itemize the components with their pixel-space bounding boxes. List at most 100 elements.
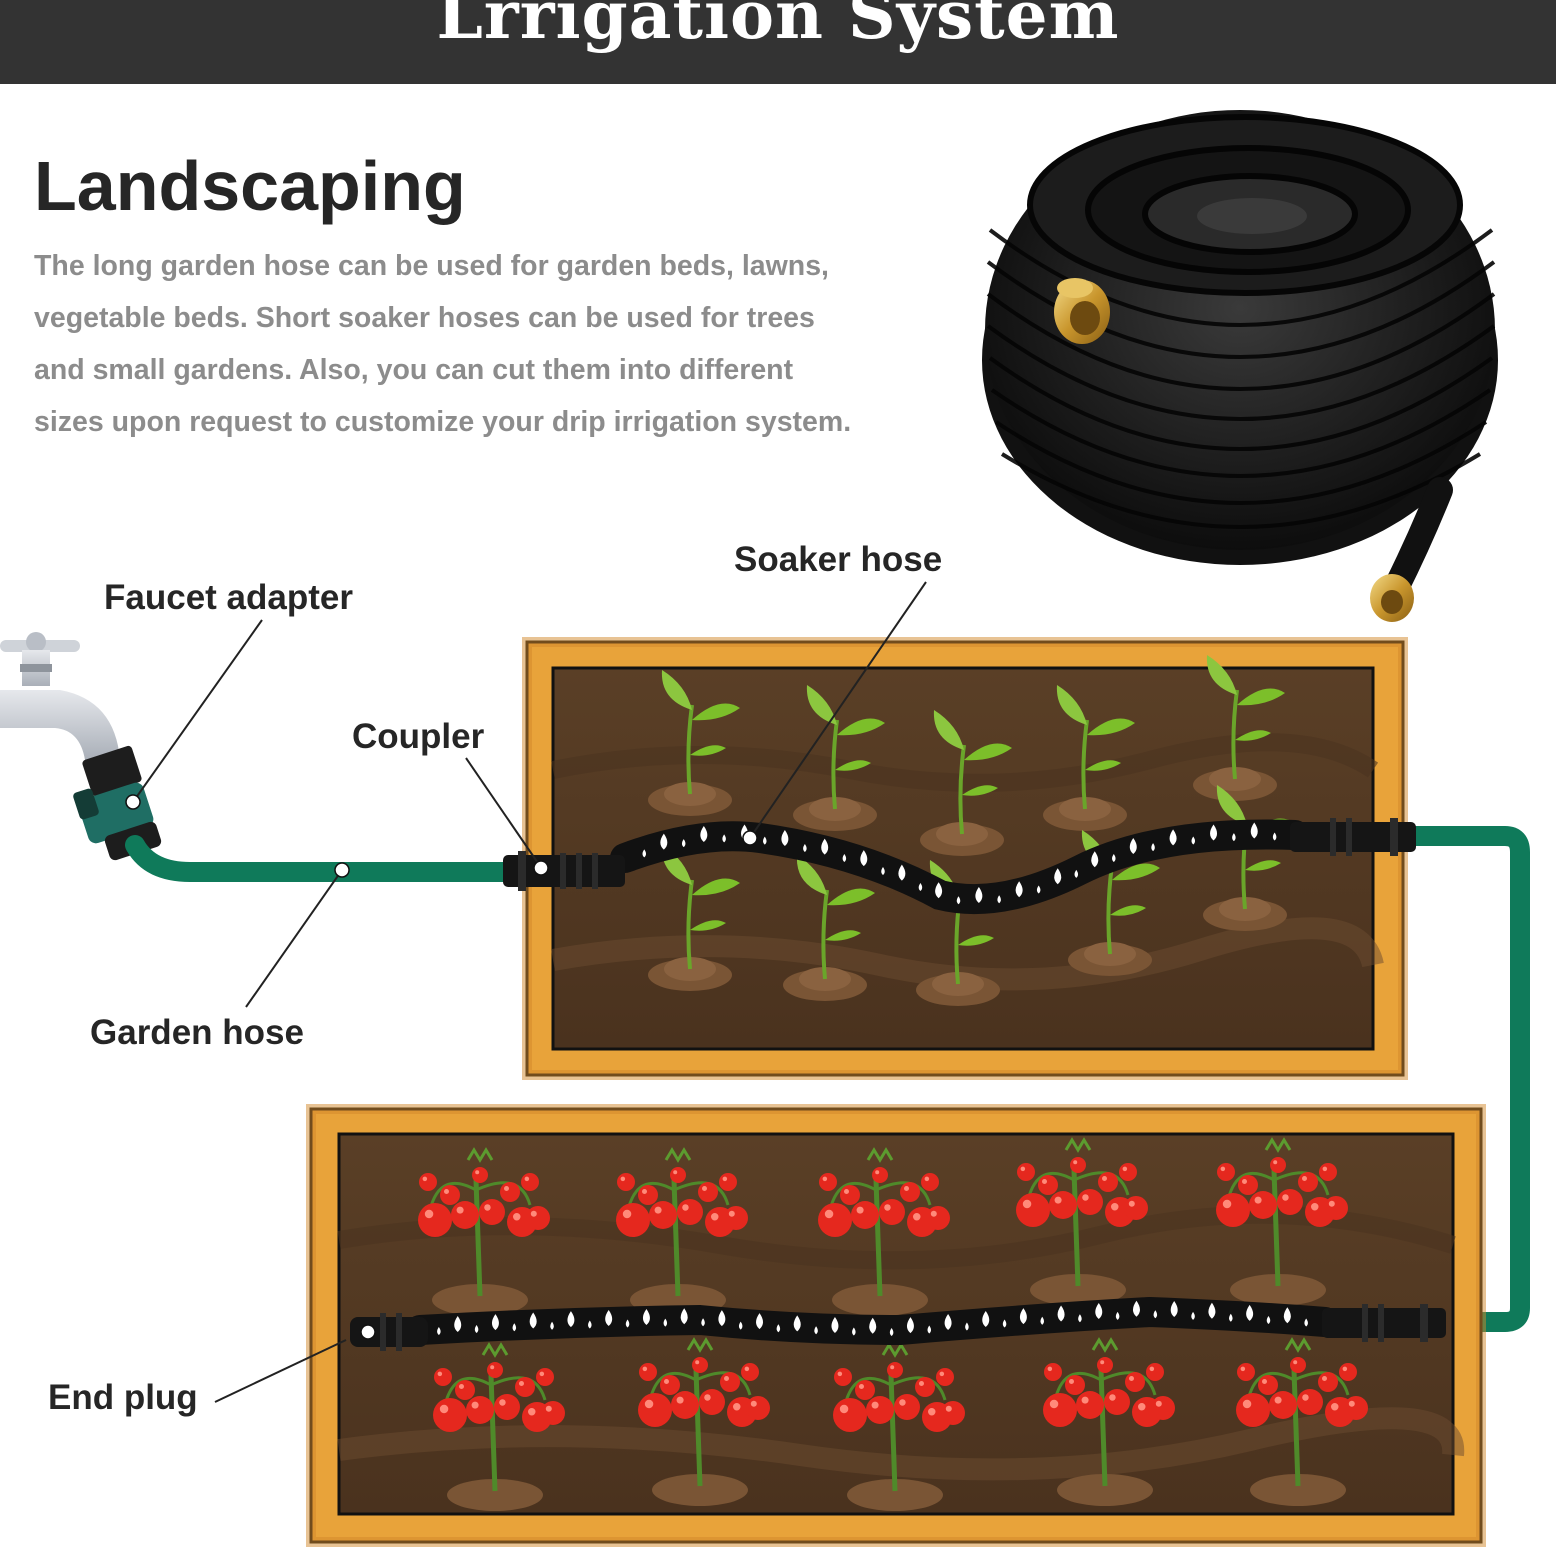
water-drops	[437, 822, 1308, 1336]
water-drop-icon	[1191, 1311, 1195, 1320]
faucet-adapter-icon	[73, 745, 162, 861]
water-drop-icon	[965, 1322, 969, 1331]
water-drop-icon	[1250, 822, 1258, 839]
water-drop-icon	[642, 849, 647, 858]
seedlings	[648, 655, 1295, 1006]
seedling-icon	[783, 855, 875, 1001]
water-drop-icon	[512, 1323, 517, 1332]
water-drop-icon	[550, 1321, 554, 1330]
water-drop-icon	[814, 1326, 818, 1335]
water-drop-icon	[1015, 881, 1023, 898]
tomato-plant-icon	[1216, 1137, 1348, 1306]
water-drop-icon	[927, 1325, 932, 1334]
water-drop-icon	[529, 1312, 537, 1329]
coupler-icon	[1322, 1304, 1446, 1342]
tomato-plants	[418, 1137, 1368, 1511]
water-drop-icon	[831, 1316, 839, 1333]
water-drop-icon	[1078, 1314, 1082, 1323]
seedling-icon	[793, 685, 885, 831]
section-description: The long garden hose can be used for gar…	[34, 240, 964, 448]
water-drop-icon	[776, 1324, 781, 1333]
water-drop-icon	[1040, 1316, 1044, 1325]
water-drop-icon	[1232, 833, 1236, 842]
water-drop-icon	[642, 1308, 650, 1325]
water-drop-icon	[700, 825, 708, 842]
faucet-icon	[0, 632, 120, 760]
water-drop-icon	[852, 1327, 856, 1336]
water-drop-icon	[1002, 1319, 1007, 1328]
water-drop-icon	[1074, 869, 1079, 878]
coupler-icon	[503, 851, 625, 891]
brass-fitting-icon	[1054, 278, 1110, 344]
brass-fitting-icon	[1370, 574, 1414, 622]
faucet-adapter-label: Faucet adapter	[104, 578, 353, 617]
water-drop-icon	[722, 834, 726, 843]
water-drop-icon	[935, 882, 943, 899]
tomato-plant-icon	[1016, 1137, 1148, 1306]
seedling-icon	[1193, 655, 1285, 801]
water-drop-icon	[1208, 1302, 1216, 1319]
water-drop-icon	[681, 839, 686, 848]
water-drop-icon	[869, 1317, 877, 1334]
banner-title: Lrrigation System	[436, 0, 1120, 54]
water-drop-icon	[1229, 1313, 1233, 1322]
water-drop-icon	[881, 866, 885, 875]
water-drop-icon	[982, 1310, 990, 1327]
water-drop-icon	[975, 887, 983, 904]
tomato-plant-icon	[833, 1342, 965, 1511]
water-drop-icon	[680, 1308, 688, 1325]
water-drop-icon	[1019, 1308, 1027, 1325]
seedling-icon	[648, 670, 740, 816]
water-drop-icon	[605, 1309, 613, 1326]
water-drop-icon	[1304, 1318, 1308, 1327]
water-drop-icon	[1170, 1301, 1178, 1318]
water-drop-icon	[898, 864, 906, 881]
water-drop-icon	[1153, 1310, 1158, 1319]
water-drop-icon	[718, 1310, 726, 1327]
water-drop-icon	[860, 850, 868, 867]
water-drop-icon	[1210, 824, 1218, 841]
seedling-icon	[1068, 830, 1160, 976]
water-drop-icon	[491, 1314, 499, 1331]
water-drop-icon	[793, 1315, 801, 1332]
garden-hose	[125, 835, 525, 882]
description-line: vegetable beds. Short soaker hoses can b…	[34, 302, 815, 334]
title-banner: Lrrigation System	[0, 0, 1556, 84]
water-drop-icon	[474, 1325, 479, 1334]
water-drop-icon	[1151, 843, 1155, 852]
water-drop-icon	[437, 1326, 441, 1335]
water-drop-icon	[1112, 853, 1116, 862]
water-drop-icon	[454, 1315, 462, 1332]
water-drop-icon	[738, 1321, 743, 1330]
tomato-plant-icon	[818, 1147, 950, 1316]
coupler-icon	[1290, 818, 1416, 856]
leader-lines	[132, 581, 927, 1403]
water-drop-icon	[1266, 1315, 1271, 1324]
seedling-icon	[920, 710, 1012, 856]
tomato-plant-icon	[638, 1337, 770, 1506]
water-drop-icon	[1129, 837, 1137, 854]
water-drop-icon	[1132, 1300, 1140, 1317]
section-heading: Landscaping	[34, 147, 466, 225]
tomato-plant-icon	[1236, 1337, 1368, 1506]
tomato-plant-icon	[433, 1342, 565, 1511]
water-drop-icon	[1095, 1303, 1103, 1320]
tomato-plant-icon	[1043, 1337, 1175, 1506]
water-drop-icon	[956, 896, 961, 905]
water-drop-icon	[842, 854, 847, 863]
water-drop-icon	[1272, 832, 1277, 841]
water-drop-icon	[756, 1313, 764, 1330]
water-drop-icon	[701, 1318, 705, 1327]
water-drop-icon	[944, 1313, 952, 1330]
water-drop-icon	[1036, 885, 1041, 894]
water-drop-icon	[1054, 868, 1062, 885]
water-drop-icon	[1246, 1304, 1254, 1321]
water-drop-icon	[781, 829, 789, 846]
soaker-hose-label: Soaker hose	[734, 540, 943, 579]
seedling-icon	[1043, 685, 1135, 831]
tomato-plant-icon	[418, 1147, 550, 1316]
water-drop-icon	[906, 1317, 914, 1334]
description-line: The long garden hose can be used for gar…	[34, 250, 829, 282]
description-line: sizes upon request to customize your dri…	[34, 406, 852, 438]
